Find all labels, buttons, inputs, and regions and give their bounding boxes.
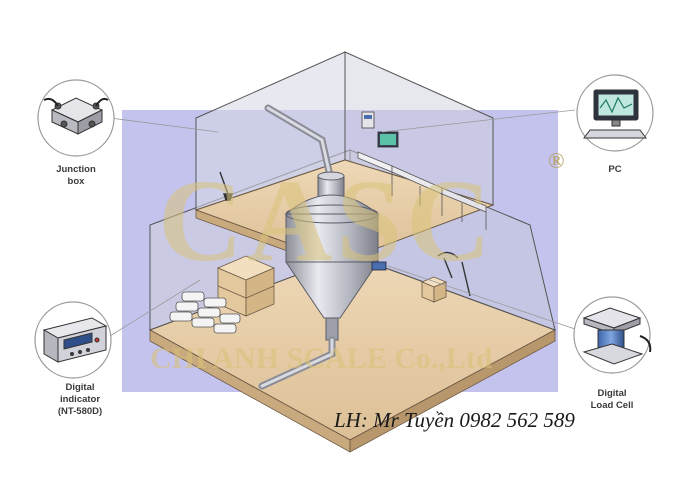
load-cell-label-1: Digital [597,388,626,399]
load-cell-icon [582,307,652,365]
watermark-registered: ® [548,148,564,173]
indicator-label-2: indicator [60,394,100,405]
pc-callout: PC [576,74,654,175]
indicator-label-1: Digital [65,382,94,393]
watermark-logo: CASC [158,155,495,286]
silo-tank [284,171,380,341]
control-desk [357,151,487,230]
digital-indicator-callout: Digital indicator (NT-580D) [34,301,112,417]
indicator-label-3: (NT-580D) [58,406,102,417]
ground-floor-edge-right [349,329,556,453]
load-cell-label-2: Load Cell [591,400,634,411]
desk-pc-monitor [361,111,399,148]
tools [219,171,471,297]
junction-box-label-1: Junction [56,164,96,175]
pc-icon [583,89,647,139]
pc-label: PC [608,164,621,175]
load-cell-callout: Digital Load Cell [573,296,652,411]
tank-load-cell [371,261,387,271]
junction-box-label-2: box [68,176,86,187]
indicator-icon [42,317,108,363]
contact-info: LH: Mr Tuyền 0982 562 589 [334,408,575,432]
watermark-company: CHI ANH SCALE Co.,Ltd [150,342,493,375]
junction-box-callout: Junction box [37,79,115,187]
sack-pile [169,291,241,334]
leader-lines [109,109,579,337]
junction-box-icon [43,97,109,135]
